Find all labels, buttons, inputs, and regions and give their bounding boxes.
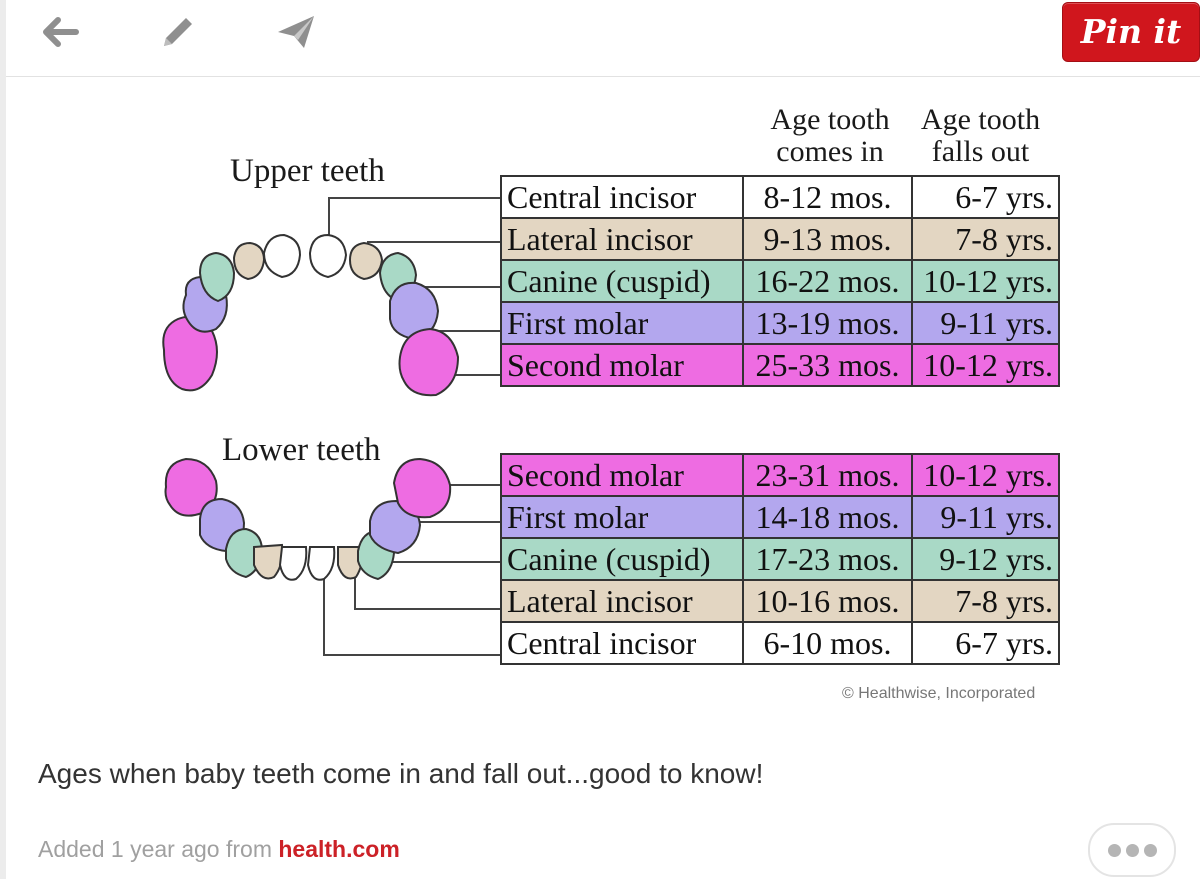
teeth-diagram (162, 197, 500, 656)
age-falls-out: 7-8 yrs. (911, 217, 1060, 261)
age-falls-out: 10-12 yrs. (911, 343, 1060, 387)
age-falls-out: 6-7 yrs. (911, 621, 1060, 665)
image-credit: © Healthwise, Incorporated (842, 685, 1036, 702)
pin-source-line: Added 1 year ago from health.com (38, 836, 400, 863)
tooth-row: Canine (cuspid)17-23 mos.9-12 yrs. (500, 537, 1060, 581)
tooth-row: Canine (cuspid)16-22 mos.10-12 yrs. (500, 259, 1060, 303)
back-arrow-icon[interactable] (38, 10, 82, 54)
tooth-name: Central incisor (500, 621, 744, 665)
source-link[interactable]: health.com (278, 836, 400, 862)
pin-description: Ages when baby teeth come in and fall ou… (38, 758, 764, 789)
more-options-button[interactable] (1088, 823, 1176, 877)
age-falls-out: 9-11 yrs. (911, 301, 1060, 345)
tooth-name: Lateral incisor (500, 217, 744, 261)
lower-arch (164, 457, 452, 581)
tooth-name: Central incisor (500, 175, 744, 219)
age-comes-in: 10-16 mos. (742, 579, 913, 623)
tooth-name: Lateral incisor (500, 579, 744, 623)
pin-it-button[interactable]: Pin it (1062, 2, 1200, 62)
tooth-name: Canine (cuspid) (500, 537, 744, 581)
age-comes-in: 13-19 mos. (742, 301, 913, 345)
age-comes-in: 25-33 mos. (742, 343, 913, 387)
send-paper-plane-icon[interactable] (274, 10, 318, 54)
age-comes-in: 14-18 mos. (742, 495, 913, 539)
age-comes-in: 17-23 mos. (742, 537, 913, 581)
tooth-name: First molar (500, 495, 744, 539)
age-comes-in: 6-10 mos. (742, 621, 913, 665)
upper-arch (162, 233, 460, 397)
pin-toolbar: Pin it (6, 0, 1200, 77)
upper-teeth-title: Upper teeth (230, 153, 385, 189)
age-falls-out: 6-7 yrs. (911, 175, 1060, 219)
added-text: Added 1 year ago from (38, 836, 279, 862)
age-comes-in: 9-13 mos. (742, 217, 913, 261)
edit-pencil-icon[interactable] (156, 10, 200, 54)
header-falls-out: Age tooth falls out (920, 103, 1041, 168)
age-comes-in: 23-31 mos. (742, 453, 913, 497)
age-falls-out: 10-12 yrs. (911, 453, 1060, 497)
age-falls-out: 9-11 yrs. (911, 495, 1060, 539)
lower-teeth-title: Lower teeth (222, 432, 381, 468)
tooth-name: Second molar (500, 343, 744, 387)
baby-teeth-chart: Age tooth comes in Age tooth falls out U… (150, 95, 1080, 715)
age-falls-out: 7-8 yrs. (911, 579, 1060, 623)
tooth-name: Second molar (500, 453, 744, 497)
age-comes-in: 16-22 mos. (742, 259, 913, 303)
tooth-name: Canine (cuspid) (500, 259, 744, 303)
age-falls-out: 10-12 yrs. (911, 259, 1060, 303)
tooth-name: First molar (500, 301, 744, 345)
age-comes-in: 8-12 mos. (742, 175, 913, 219)
left-border (0, 0, 6, 879)
age-falls-out: 9-12 yrs. (911, 537, 1060, 581)
header-comes-in: Age tooth comes in (770, 103, 890, 168)
